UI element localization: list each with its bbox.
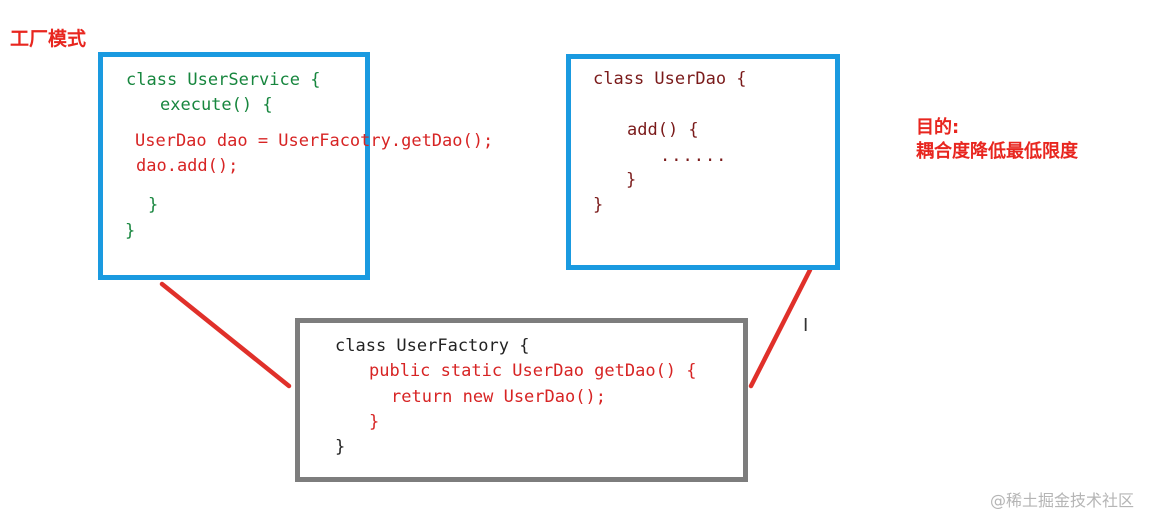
user-service-execute-method: execute() { (160, 95, 273, 115)
watermark: @稀土掘金技术社区 (990, 491, 1135, 510)
user-service-class-decl: class UserService { (126, 70, 321, 90)
user-service-get-dao-line: UserDao dao = UserFacotry.getDao(); (135, 131, 494, 151)
purpose-text: 耦合度降低最低限度 (916, 141, 1078, 162)
user-factory-box (295, 318, 748, 482)
user-dao-box (566, 54, 840, 270)
user-dao-method-close: } (626, 170, 637, 190)
user-factory-class-close: } (335, 437, 346, 457)
user-dao-ellipsis: ...... (660, 146, 728, 166)
user-service-box (98, 52, 370, 280)
user-factory-method-close: } (369, 412, 380, 432)
diagram-title: 工厂模式 (10, 28, 87, 50)
connector-service-factory (159, 281, 292, 389)
user-factory-get-dao-method: public static UserDao getDao() { (369, 361, 697, 381)
text-cursor-icon: I (803, 315, 809, 336)
user-service-dao-add-line: dao.add(); (136, 156, 239, 176)
user-dao-class-close: } (593, 195, 604, 215)
user-service-class-close: } (125, 221, 136, 241)
user-factory-return-line: return new UserDao(); (391, 387, 606, 407)
purpose-heading: 目的: (916, 117, 960, 138)
purpose-note: 目的: 耦合度降低最低限度 (916, 116, 1078, 164)
user-factory-class-decl: class UserFactory { (335, 336, 530, 356)
user-service-method-close: } (148, 195, 159, 215)
user-dao-class-decl: class UserDao { (593, 69, 747, 89)
connector-dao-factory (748, 267, 813, 389)
user-dao-add-method: add() { (627, 120, 699, 140)
